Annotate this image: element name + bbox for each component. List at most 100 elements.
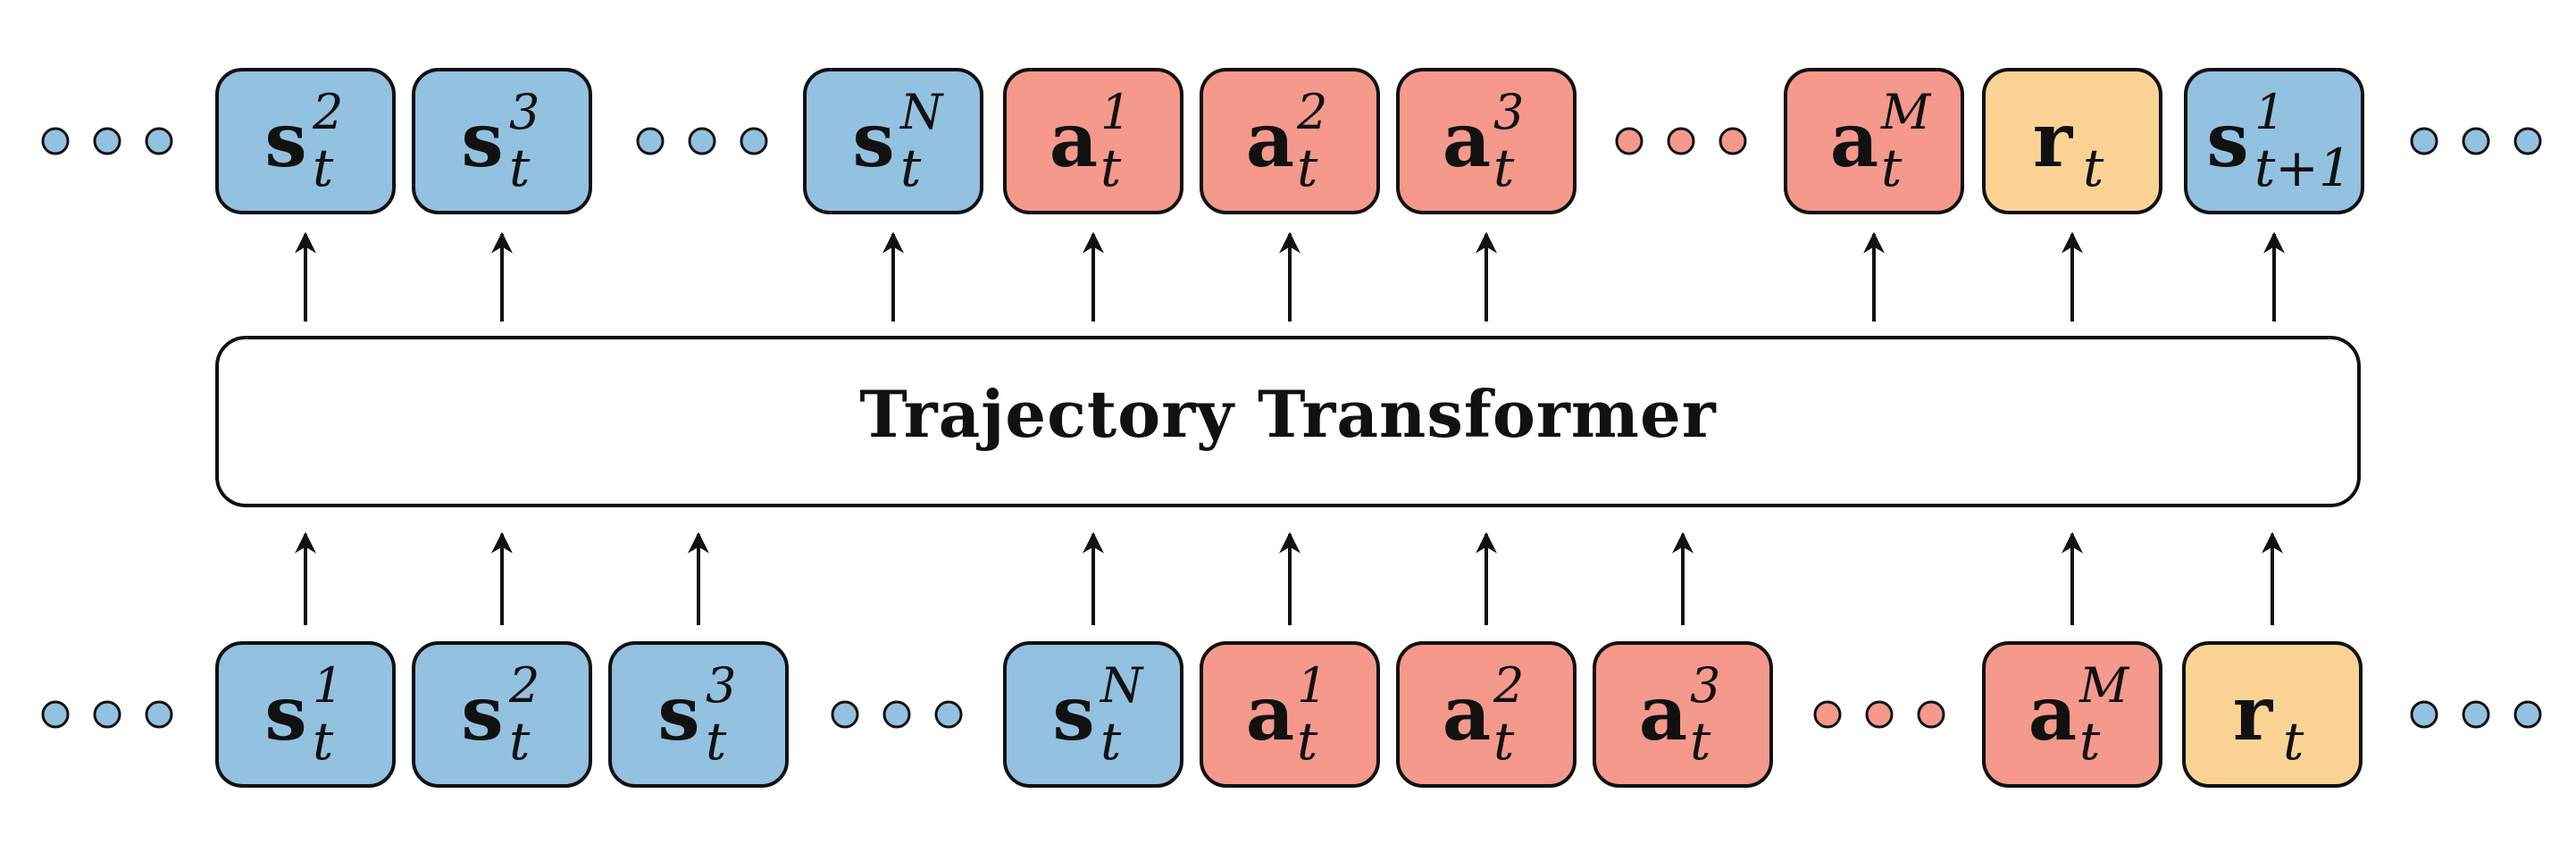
action-token-box — [1982, 641, 2162, 788]
token-subscript: t — [1493, 138, 1515, 198]
ellipsis-dot — [41, 127, 70, 155]
token-superscript: 2 — [1493, 657, 1524, 714]
token-superscript: 1 — [313, 657, 343, 714]
token-subscript: t — [1297, 138, 1318, 198]
ellipsis-dot — [1615, 127, 1643, 155]
action-token-box — [1396, 641, 1577, 788]
bottom-row-ellipsis — [1813, 700, 1945, 729]
token-superscript: 1 — [1297, 657, 1327, 714]
ellipsis-dot — [1865, 700, 1894, 729]
ellipsis-dot — [1719, 127, 1747, 155]
token-subscript: t — [2283, 711, 2304, 772]
token-symbol: r — [2233, 669, 2274, 757]
transformer-box — [215, 336, 2361, 507]
token-subscript: t — [509, 711, 531, 772]
ellipsis-dot — [2410, 700, 2438, 729]
state-token-box — [215, 641, 396, 788]
state-token-box — [215, 68, 396, 214]
token-symbol: s — [852, 96, 894, 184]
ellipsis-dot — [145, 700, 173, 729]
ellipsis-dot — [1667, 127, 1695, 155]
arrows — [295, 231, 2285, 625]
token-symbol: a — [1050, 96, 1098, 184]
action-token-box — [1396, 68, 1577, 214]
token-subscript: t — [509, 138, 531, 198]
ellipsis-dot — [2462, 700, 2490, 729]
bottom-row-ellipsis — [41, 700, 173, 729]
state-token-box — [2184, 68, 2364, 214]
top-row-ellipsis — [636, 127, 768, 155]
token-symbol: a — [1443, 669, 1491, 757]
token-superscript: N — [899, 84, 944, 140]
ellipsis-dot — [2513, 127, 2542, 155]
top-row-ellipsis — [1615, 127, 1747, 155]
action-token-box — [1200, 68, 1380, 214]
token-superscript: M — [2078, 657, 2130, 714]
ellipsis-dot — [636, 127, 665, 155]
reward-token-box — [1982, 68, 2162, 214]
token-symbol: s — [264, 96, 306, 184]
token-subscript: t — [1690, 711, 1711, 772]
action-token-box — [1784, 68, 1964, 214]
transformer-block: Trajectory Transformer — [215, 336, 2361, 507]
bottom-row-ellipsis — [2410, 700, 2542, 729]
token-symbol: s — [264, 669, 306, 757]
token-superscript: 1 — [1100, 84, 1131, 140]
state-token-box — [412, 641, 592, 788]
token-subscript: t — [2083, 138, 2104, 198]
action-token-box — [1003, 68, 1183, 214]
token-subscript: t — [2079, 711, 2101, 772]
action-token-box — [1593, 641, 1773, 788]
token-symbol: r — [2033, 96, 2074, 184]
token-superscript: 3 — [706, 657, 736, 714]
token-superscript: M — [1880, 84, 1932, 140]
token-superscript: 2 — [508, 657, 539, 714]
token-superscript: 3 — [1493, 84, 1524, 140]
ellipsis-dot — [2513, 700, 2542, 729]
token-superscript: 2 — [1296, 84, 1327, 140]
token-symbol: s — [657, 669, 699, 757]
top-row-ellipsis — [2410, 127, 2542, 155]
bottom-row-ellipsis — [831, 700, 963, 729]
token-superscript: 3 — [509, 84, 539, 140]
ellipsis-dot — [831, 700, 859, 729]
token-superscript: 1 — [2254, 84, 2285, 140]
token-superscript: 3 — [1690, 657, 1720, 714]
ellipsis-dot — [934, 700, 963, 729]
token-subscript: t — [1881, 138, 1903, 198]
token-subscript: t — [706, 711, 727, 772]
top-row-ellipsis — [41, 127, 173, 155]
token-subscript: t — [1493, 711, 1515, 772]
token-superscript: 2 — [312, 84, 343, 140]
token-symbol: a — [1443, 96, 1491, 184]
token-subscript: t+1 — [2254, 138, 2352, 198]
ellipsis-dot — [740, 127, 768, 155]
token-symbol: s — [1052, 669, 1094, 757]
reward-token-box — [2182, 641, 2363, 788]
token-symbol: a — [1246, 669, 1294, 757]
state-token-box — [412, 68, 592, 214]
token-subscript: t — [1297, 711, 1318, 772]
ellipsis-dot — [145, 127, 173, 155]
action-token-box — [1200, 641, 1380, 788]
ellipsis-dot — [93, 700, 121, 729]
token-subscript: t — [1100, 138, 1122, 198]
